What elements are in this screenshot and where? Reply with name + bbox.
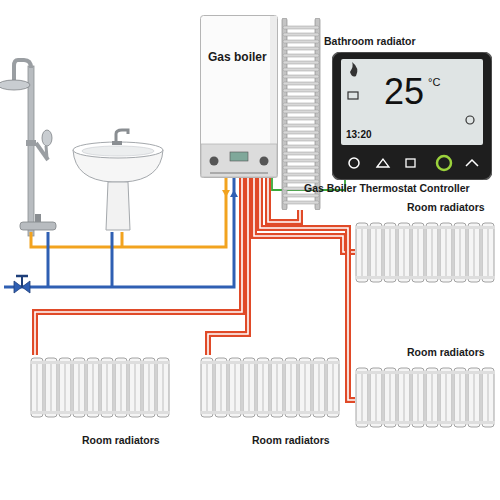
node-label: Bathroom radiator — [324, 36, 416, 48]
washbasin — [73, 130, 163, 230]
room-radiator: Room radiators — [355, 345, 495, 433]
room-radiator: Room radiators — [200, 355, 340, 451]
room-radiator-outline — [355, 365, 495, 430]
room-radiator: Room radiators — [355, 200, 495, 288]
hot-water-pipe — [31, 178, 226, 247]
pipe-gap — [208, 178, 248, 355]
node-label: Room radiators — [252, 435, 330, 447]
shower-fixture — [0, 60, 56, 236]
boiler-thermostat: 25°C13:20Gas Boiler Thermostat Controlle… — [332, 52, 492, 180]
gas-boiler: Gas boiler — [200, 15, 278, 178]
pipe-gap — [35, 178, 242, 355]
node-label: Gas boiler — [208, 51, 267, 64]
room-radiator-outline — [355, 220, 495, 285]
room-radiator-outline — [30, 355, 170, 420]
node-label: 25 — [384, 72, 424, 112]
cold-water-pipe — [4, 178, 234, 287]
towel-radiator-outline — [280, 18, 322, 210]
node-label: Room radiators — [407, 347, 485, 359]
room-radiator-outline — [200, 355, 340, 420]
room-radiator: Room radiators — [30, 355, 170, 451]
heating-pipe — [208, 178, 248, 355]
node-label: Gas Boiler Thermostat Controller — [304, 183, 470, 195]
connector-line — [208, 178, 248, 355]
node-label: °C — [428, 76, 440, 88]
heating-pipe — [35, 178, 242, 355]
towel-radiator: Bathroom radiator — [280, 18, 322, 210]
flow-arrow — [222, 190, 230, 197]
node-label: Room radiators — [82, 435, 160, 447]
connector-line — [35, 178, 242, 355]
node-label: 13:20 — [346, 129, 372, 140]
shutoff-valve — [14, 276, 30, 293]
gas-boiler-outline — [200, 15, 278, 178]
node-label: Room radiators — [407, 202, 485, 214]
flow-arrow — [230, 190, 238, 197]
